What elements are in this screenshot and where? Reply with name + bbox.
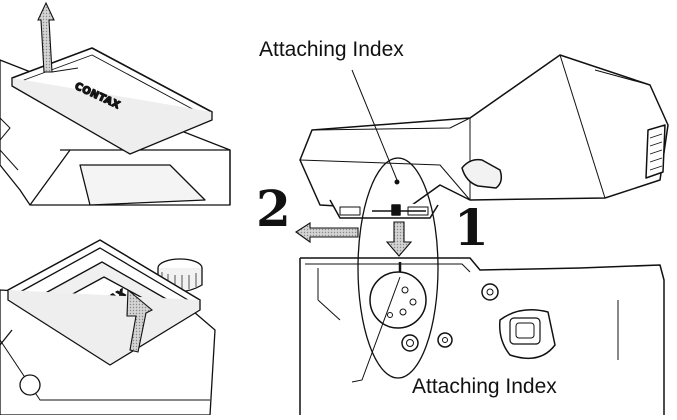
step-number-two: 2 — [256, 179, 291, 238]
camera-top-plate — [299, 257, 665, 415]
attaching-index-label-bottom: Attaching Index — [412, 375, 557, 398]
down-arrow-icon — [385, 221, 413, 257]
hot-shoe-contacts — [369, 271, 427, 329]
attaching-index-label-top: Attaching Index — [259, 38, 404, 61]
step-number-one: 1 — [454, 198, 489, 257]
top-left-cover-removal: CONTAX — [0, 47, 231, 206]
bottom-left-cover-slide: CONTAX — [0, 239, 216, 416]
index-highlight-oval — [357, 157, 439, 379]
up-arrow-icon — [126, 288, 153, 353]
flash-unit — [299, 54, 669, 219]
up-arrow-icon — [37, 1, 79, 73]
leader-line-top — [351, 69, 398, 181]
leader-line-bottom — [351, 276, 401, 383]
left-arrow-icon — [295, 221, 359, 244]
